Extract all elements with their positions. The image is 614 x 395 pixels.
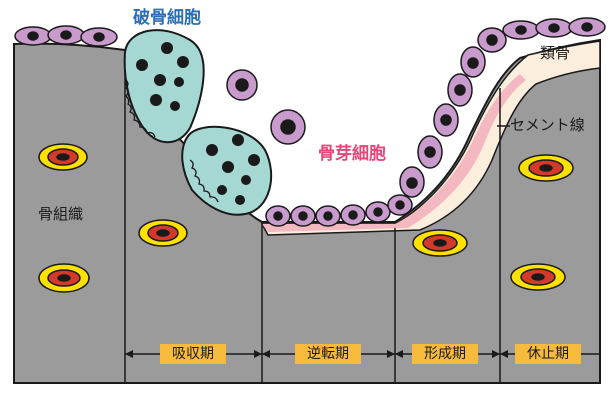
bone-tissue-label: 骨組織	[38, 207, 83, 222]
osteocyte-icon	[39, 264, 89, 292]
mononuclear-cell	[227, 70, 257, 100]
osteocyte-icon	[413, 230, 467, 256]
osteocyte-icon	[139, 220, 187, 246]
phase-label-resorption: 吸収期	[160, 344, 226, 364]
cement-line-label: セメント線	[510, 118, 585, 133]
osteoclast-label: 破骨細胞	[133, 10, 201, 27]
phase-label-formation: 形成期	[412, 344, 478, 364]
osteocyte-icon	[39, 144, 87, 170]
osteocyte-icon	[511, 264, 565, 290]
phase-label-quiescence: 休止期	[515, 344, 581, 364]
lining-cells-left	[15, 26, 117, 46]
lining-cells-right	[503, 18, 605, 39]
osteoid-label: 類骨	[540, 46, 570, 61]
osteoblast-label: 骨芽細胞	[318, 146, 386, 163]
mononuclear-cell	[271, 110, 305, 144]
osteocyte-icon	[519, 155, 573, 181]
phase-label-reversal: 逆転期	[295, 344, 361, 364]
